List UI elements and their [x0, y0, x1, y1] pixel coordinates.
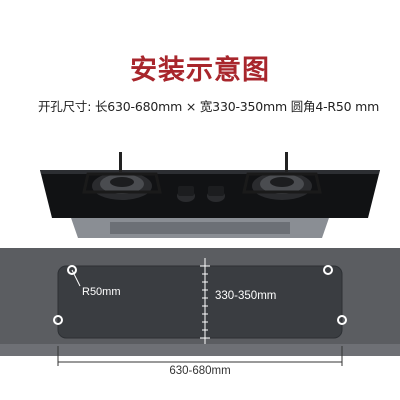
width-dimension-label: 330-350mm: [215, 290, 277, 302]
page-title: 安装示意图: [130, 55, 270, 86]
left-burner: [82, 152, 162, 200]
countertop-edge: [0, 344, 400, 356]
control-knobs: [177, 186, 225, 202]
length-dimension-label: 630-680mm: [169, 365, 231, 377]
corner-radius-label: R50mm: [82, 286, 121, 298]
gas-cooktop-illustration: [40, 152, 380, 238]
length-ruler: [57, 346, 343, 356]
cutout-area: [57, 265, 343, 339]
countertop-cutout-diagram: [0, 248, 400, 356]
radius-leader: [71, 269, 81, 287]
corner-markers: [53, 265, 347, 325]
cutout-specs: 开孔尺寸: 长630-680mm × 宽330-350mm 圆角4-R50 mm: [38, 99, 380, 114]
width-ruler: [200, 258, 210, 344]
length-dimension-line: [57, 356, 343, 366]
cooktop-body-panel: [110, 222, 290, 234]
right-burner: [242, 152, 322, 200]
